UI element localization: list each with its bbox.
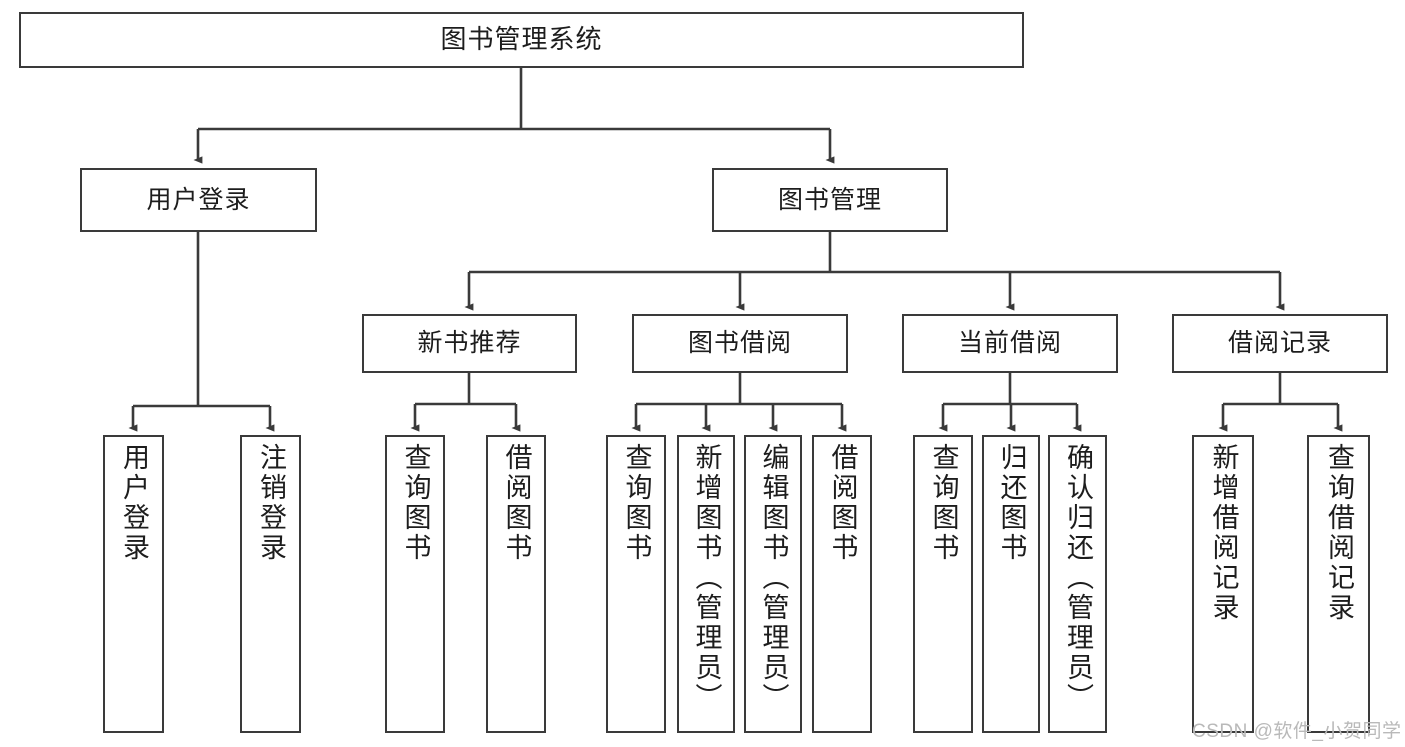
node-borrow-record[interactable]: 借阅记录 bbox=[1172, 314, 1388, 373]
node-leaf-confirm-return-label: 确认归还（管理员） bbox=[1063, 443, 1093, 713]
node-leaf-add-record-label: 新增借阅记录 bbox=[1208, 443, 1239, 623]
node-leaf-edit-book[interactable]: 编辑图书（管理员） bbox=[744, 435, 802, 733]
node-leaf-add-book[interactable]: 新增图书（管理员） bbox=[677, 435, 735, 733]
node-new-book-rec[interactable]: 新书推荐 bbox=[362, 314, 577, 373]
node-leaf-query-book-2[interactable]: 查询图书 bbox=[606, 435, 666, 733]
node-leaf-query-book-2-label: 查询图书 bbox=[621, 443, 652, 563]
node-leaf-borrow-book-1-label: 借阅图书 bbox=[501, 443, 532, 563]
node-book-borrow-label: 图书借阅 bbox=[687, 329, 792, 358]
node-current-borrow-label: 当前借阅 bbox=[957, 329, 1062, 358]
node-leaf-edit-book-label: 编辑图书（管理员） bbox=[758, 443, 789, 713]
node-leaf-user-login-label: 用户登录 bbox=[119, 443, 149, 563]
node-leaf-query-book-1-label: 查询图书 bbox=[400, 443, 431, 563]
node-book-manage-label: 图书管理 bbox=[777, 185, 882, 214]
node-leaf-add-record[interactable]: 新增借阅记录 bbox=[1192, 435, 1254, 733]
node-leaf-user-login[interactable]: 用户登录 bbox=[103, 435, 164, 733]
node-leaf-return-book[interactable]: 归还图书 bbox=[982, 435, 1040, 733]
node-leaf-logout-login[interactable]: 注销登录 bbox=[240, 435, 301, 733]
node-book-borrow[interactable]: 图书借阅 bbox=[632, 314, 848, 373]
node-leaf-query-record-label: 查询借阅记录 bbox=[1324, 443, 1354, 623]
node-leaf-query-book-1[interactable]: 查询图书 bbox=[385, 435, 445, 733]
node-leaf-add-book-label: 新增图书（管理员） bbox=[691, 443, 722, 713]
node-borrow-record-label: 借阅记录 bbox=[1227, 329, 1332, 358]
node-leaf-query-book-3-label: 查询图书 bbox=[928, 443, 959, 563]
node-user-login[interactable]: 用户登录 bbox=[80, 168, 317, 232]
node-leaf-query-book-3[interactable]: 查询图书 bbox=[913, 435, 973, 733]
node-new-book-rec-label: 新书推荐 bbox=[417, 329, 522, 358]
node-root-system[interactable]: 图书管理系统 bbox=[19, 12, 1024, 68]
node-leaf-query-record[interactable]: 查询借阅记录 bbox=[1307, 435, 1370, 733]
watermark: CSDN @软件_小贺同学 bbox=[1192, 721, 1402, 742]
node-leaf-borrow-book-1[interactable]: 借阅图书 bbox=[486, 435, 546, 733]
node-leaf-borrow-book-2-label: 借阅图书 bbox=[827, 443, 858, 563]
node-root-system-label: 图书管理系统 bbox=[440, 24, 603, 55]
node-book-manage[interactable]: 图书管理 bbox=[712, 168, 948, 232]
node-current-borrow[interactable]: 当前借阅 bbox=[902, 314, 1118, 373]
node-leaf-logout-login-label: 注销登录 bbox=[256, 443, 286, 563]
node-leaf-borrow-book-2[interactable]: 借阅图书 bbox=[812, 435, 872, 733]
node-user-login-label: 用户登录 bbox=[146, 185, 251, 214]
node-leaf-return-book-label: 归还图书 bbox=[996, 443, 1027, 563]
node-leaf-confirm-return[interactable]: 确认归还（管理员） bbox=[1048, 435, 1107, 733]
